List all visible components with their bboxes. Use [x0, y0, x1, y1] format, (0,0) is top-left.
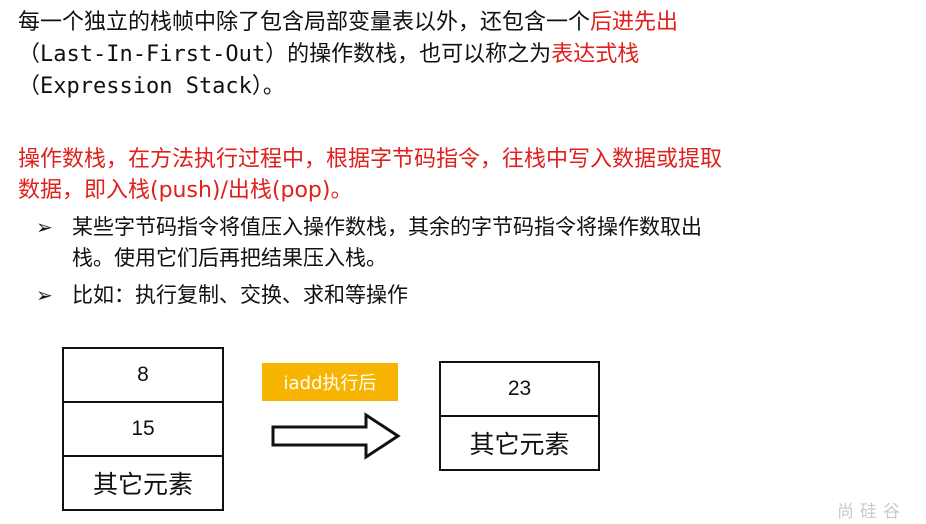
definition-line-1: 操作数栈，在方法执行过程中，根据字节码指令，往栈中写入数据或提取	[18, 147, 723, 172]
bullet-arrow-icon: ➢	[36, 283, 53, 307]
right-arrow-icon	[271, 412, 401, 460]
stack-cell-second: 15	[64, 403, 222, 457]
intro-line-2: （Last-In-First-Out）的操作数栈，也可以称之为表达式栈	[18, 40, 639, 70]
bullet-arrow-icon: ➢	[36, 215, 53, 239]
intro-text: 每一个独立的栈帧中除了包含局部变量表以外，还包含一个	[18, 10, 591, 35]
lifo-highlight: 后进先出	[590, 10, 679, 35]
intro-text-2: 的操作数栈，也可以称之为	[287, 42, 552, 67]
watermark: 尚硅谷	[837, 502, 906, 522]
lifo-english: （Last-In-First-Out）	[18, 42, 288, 67]
stack-before: 8 15 其它元素	[62, 347, 224, 511]
bullet-item-1-continued: 栈。使用它们后再把结果压入栈。	[72, 246, 387, 270]
definition-line-2: 数据，即入栈(push)/出栈(pop)。	[18, 178, 353, 203]
stack-after: 23 其它元素	[439, 361, 600, 471]
bullet-item-2: ➢ 比如：执行复制、交换、求和等操作	[36, 280, 408, 310]
bullet-item-1: ➢ 某些字节码指令将值压入操作数栈，其余的字节码指令将操作数取出	[36, 212, 702, 242]
stack-cell-top: 8	[64, 349, 222, 403]
operation-label: iadd执行后	[262, 363, 398, 401]
bullet-text-2: 比如：执行复制、交换、求和等操作	[72, 283, 408, 307]
expression-stack-highlight: 表达式栈	[551, 42, 640, 67]
intro-line-3: （Expression Stack）。	[18, 74, 285, 99]
intro-line-1: 每一个独立的栈帧中除了包含局部变量表以外，还包含一个后进先出	[18, 8, 678, 38]
bullet-text-1: 某些字节码指令将值压入操作数栈，其余的字节码指令将操作数取出	[72, 215, 702, 239]
stack-cell-result: 23	[441, 363, 598, 417]
stack-cell-other: 其它元素	[92, 470, 193, 499]
stack-cell-other: 其它元素	[469, 430, 570, 459]
